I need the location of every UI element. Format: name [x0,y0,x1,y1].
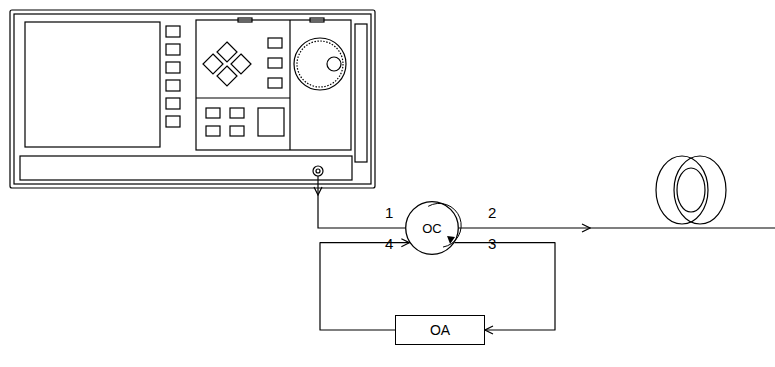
fiber-line [590,227,775,228]
fiber-line [318,195,405,228]
port-number: 1 [385,205,393,220]
fiber-line [459,227,590,228]
port-number: 2 [488,205,496,220]
port-number: 4 [385,236,393,251]
node-label: OA [430,322,450,338]
port-number: 3 [488,236,496,251]
fiber-coil [656,156,726,224]
amplifier-box: OA [395,315,485,345]
fiber-line [317,176,318,195]
instrument [10,10,375,188]
circulator: OC [405,201,459,255]
node-label: OC [422,221,442,236]
